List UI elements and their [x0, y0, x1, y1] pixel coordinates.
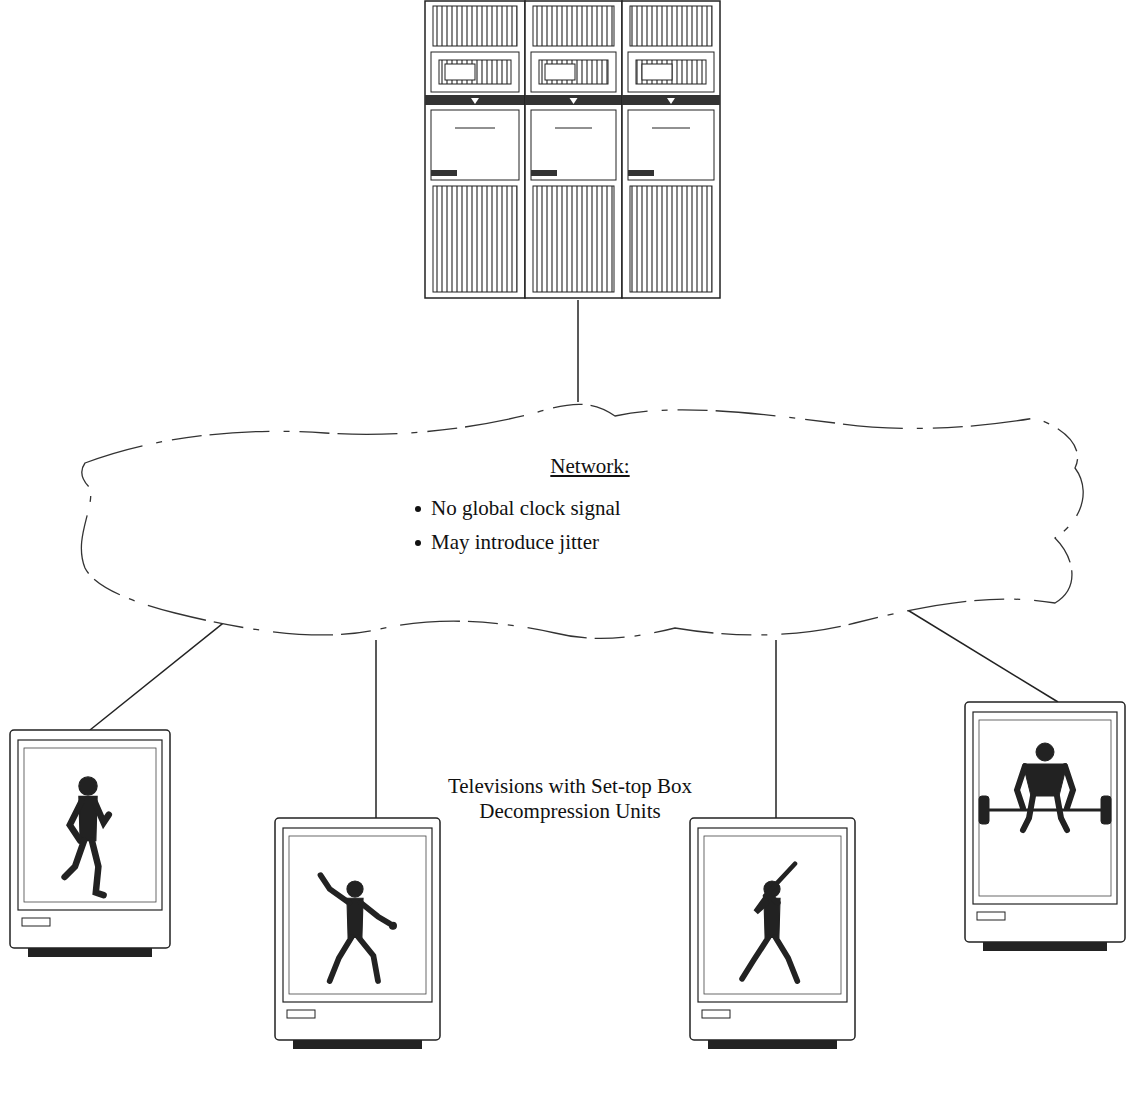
network-heading: Network: [75, 454, 1105, 479]
bullet-text: May introduce jitter [431, 530, 599, 554]
network-cloud: Network: No global clock signalMay introd… [75, 388, 1105, 653]
television-sets [10, 702, 1125, 1049]
bullet-list: No global clock signalMay introduce jitt… [413, 496, 621, 564]
bullet-dot [415, 506, 421, 512]
caption-label: Televisions with Set-top Box Decompressi… [425, 774, 715, 824]
bullet-text: No global clock signal [431, 496, 621, 520]
bullet-dot [415, 540, 421, 546]
bullet-item: May introduce jitter [413, 530, 621, 555]
cloud-outline [75, 388, 1105, 653]
server-rack [425, 1, 720, 298]
bullet-item: No global clock signal [413, 496, 621, 521]
athlete-figures [65, 743, 1111, 981]
